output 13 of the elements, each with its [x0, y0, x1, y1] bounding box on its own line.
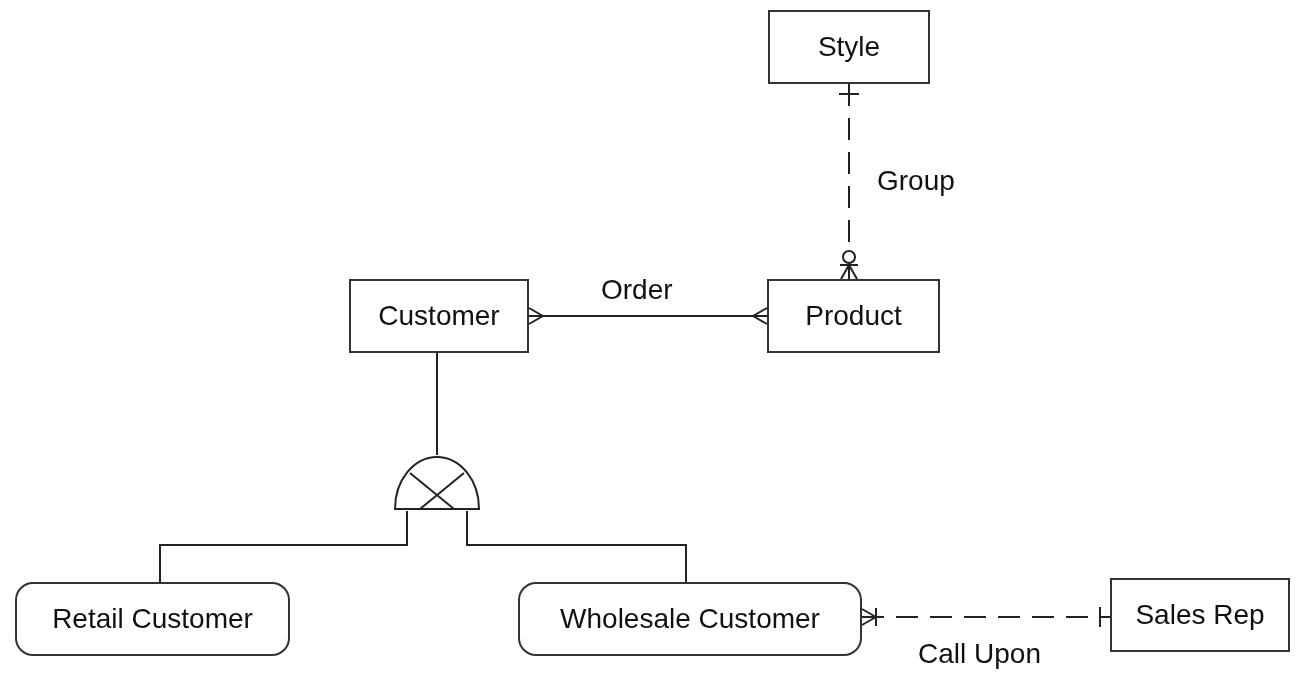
connector-line	[436, 352, 438, 456]
connector-line	[159, 510, 408, 583]
entity-box: Product	[767, 279, 940, 353]
entity-box: Style	[768, 10, 930, 84]
subtype-entity-box: Retail Customer	[15, 582, 290, 656]
relationship-line	[528, 307, 768, 325]
connector-line	[466, 510, 687, 583]
relationship-line	[838, 83, 860, 280]
relationship-line	[861, 606, 1111, 628]
subtype-entity-box: Wholesale Customer	[518, 582, 862, 656]
subtype-symbol	[392, 455, 482, 511]
entity-box: Customer	[349, 279, 529, 353]
entity-box: Sales Rep	[1110, 578, 1290, 652]
